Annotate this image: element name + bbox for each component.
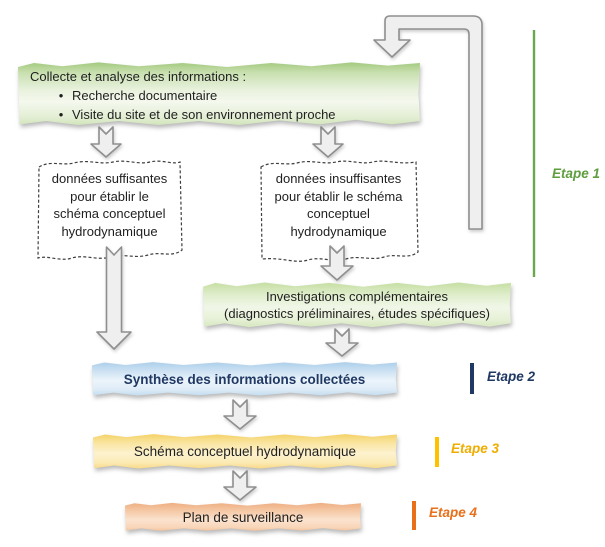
down-arrow-to-investigations xyxy=(320,245,354,281)
sufficient-line-3: schéma conceptuel xyxy=(53,206,166,221)
investigations-line-1: Investigations complémentaires xyxy=(265,289,449,304)
plan-box: Plan de surveillance xyxy=(125,502,361,532)
etape2-label: Etape 2 xyxy=(487,369,536,384)
collecte-bullet-1: • Recherche documentaire xyxy=(18,86,420,105)
collecte-title: Collecte et analyse des informations : xyxy=(30,69,247,84)
sufficient-line-2: pour établir le xyxy=(70,188,149,204)
sufficient-data-text: données suffisantes pour établir le sché… xyxy=(38,162,181,240)
etape1-label: Etape 1 xyxy=(552,166,601,181)
insufficient-line-3: conceptuel xyxy=(307,206,370,221)
insufficient-line-2: pour établir le schéma xyxy=(274,188,403,204)
schema-label: Schéma conceptuel hydrodynamique xyxy=(133,444,357,459)
plan-label: Plan de surveillance xyxy=(182,509,304,525)
bullet-icon: • xyxy=(58,88,64,103)
insufficient-line-1: données insuffisantes xyxy=(275,171,402,186)
down-arrow-schema-to-plan xyxy=(223,470,257,501)
down-arrow-to-insufficient xyxy=(312,126,344,158)
bullet-icon: • xyxy=(58,107,64,122)
etape3-label: Etape 3 xyxy=(451,441,500,456)
collecte-bullet-1-label: Recherche documentaire xyxy=(72,88,218,103)
sufficient-line-1: données suffisantes xyxy=(51,171,168,186)
collecte-bullet-2-label: Visite du site et de son environnement p… xyxy=(72,107,336,122)
collecte-box: Collecte et analyse des informations : •… xyxy=(18,61,420,127)
long-down-arrow-to-synthese xyxy=(96,246,132,350)
synthese-label: Synthèse des informations collectées xyxy=(123,371,366,387)
synthese-box: Synthèse des informations collectées xyxy=(92,361,397,397)
sufficient-data-dashed-shape xyxy=(37,160,183,260)
collecte-bullet-2: • Visite du site et de son environnement… xyxy=(18,105,420,124)
insufficient-line-4: hydrodynamique xyxy=(290,223,387,239)
sufficient-line-4: hydrodynamique xyxy=(61,223,158,239)
schema-box: Schéma conceptuel hydrodynamique xyxy=(93,433,397,470)
etape4-label: Etape 4 xyxy=(429,505,478,520)
investigations-box: Investigations complémentaires (diagnost… xyxy=(203,281,511,329)
insufficient-data-text: données insuffisantes pour établir le sc… xyxy=(259,162,418,240)
investigations-line-2: (diagnostics préliminaires, études spéci… xyxy=(224,306,490,321)
down-arrow-to-sufficient xyxy=(90,126,122,158)
loop-back-arrow xyxy=(373,15,483,230)
down-arrow-synthese-to-schema xyxy=(223,399,257,430)
down-arrow-investigations-to-synthese xyxy=(325,328,359,357)
insufficient-data-dashed-shape xyxy=(260,160,419,262)
